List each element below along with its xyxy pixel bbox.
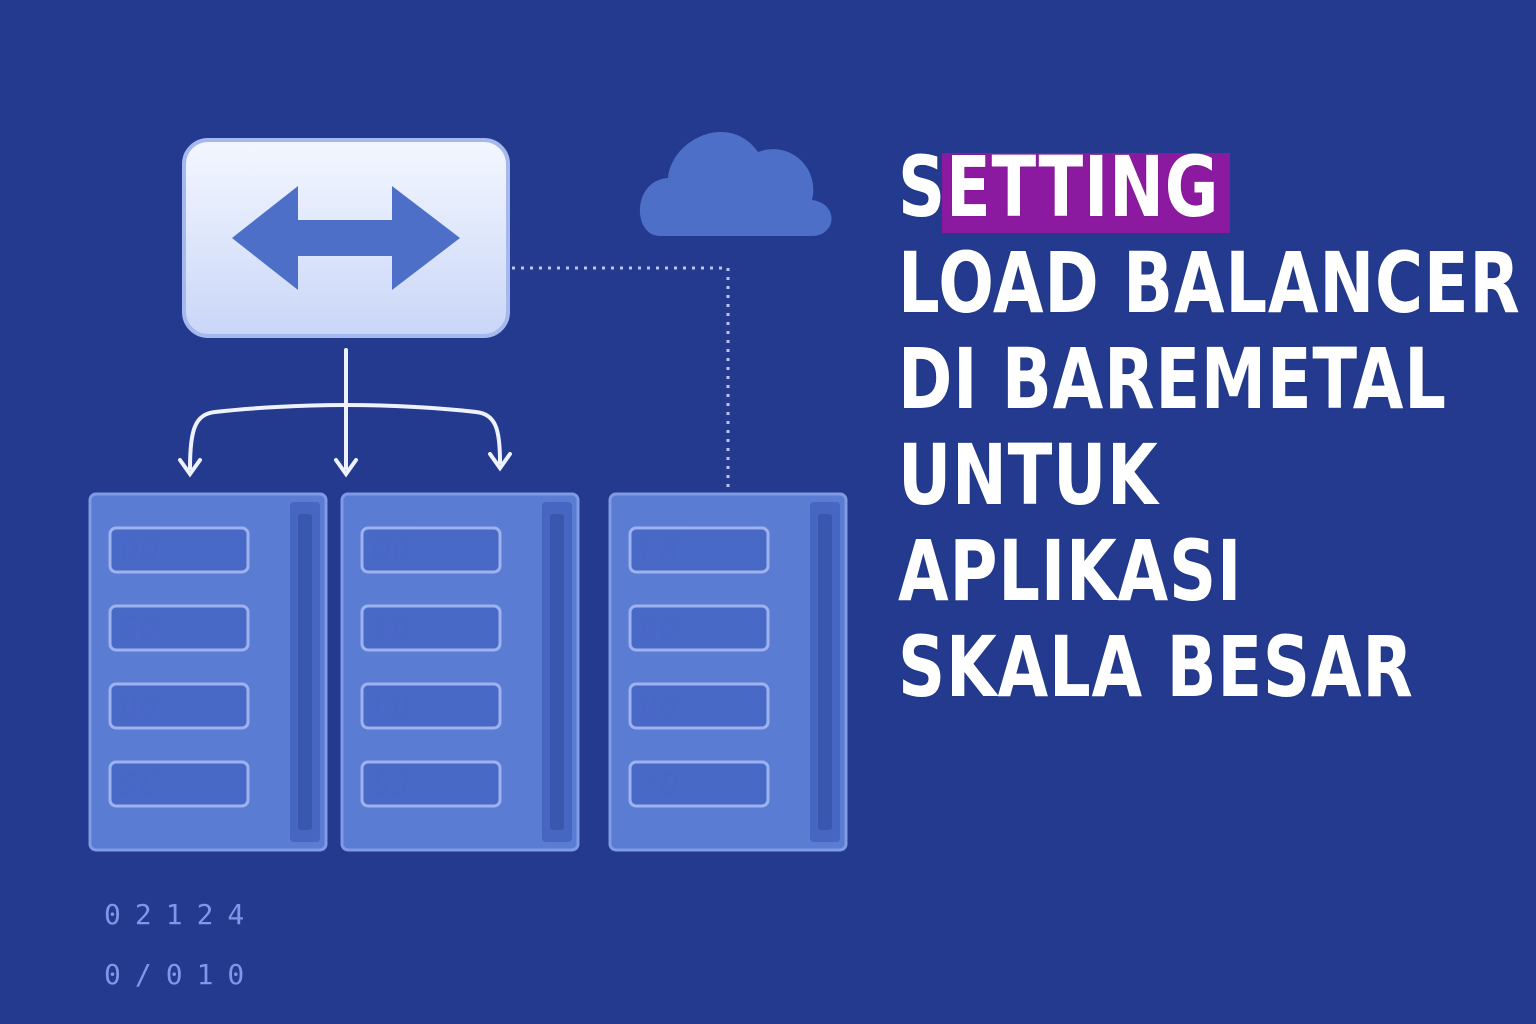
drive-label: 7O: [640, 768, 680, 803]
server-rack: OO SO LO SJ: [340, 492, 580, 852]
highlight-bar: [942, 153, 1230, 233]
double-arrow-icon: [232, 186, 460, 290]
drive-slot: SO: [108, 604, 250, 652]
drive-label: LO: [372, 690, 412, 725]
server-rack: EB BO BO 7O: [608, 492, 848, 852]
connector-lines: [178, 348, 512, 478]
drive-label: SJ: [372, 768, 412, 803]
footer-code-2: 0/010: [104, 958, 259, 991]
title-line-6: SKALA BESAR: [898, 618, 1414, 716]
drive-slot: OO: [108, 682, 250, 730]
load-balancer: [182, 138, 510, 338]
drive-label: BO: [640, 690, 680, 725]
drive-label: SO: [372, 612, 412, 647]
server-rack: OO SO OO SC: [88, 492, 328, 852]
title-line-1: SETTING: [898, 138, 1220, 236]
title-block: SETTING LOAD BALANCER DI BAREMETAL UNTUK…: [898, 145, 1521, 721]
drive-label: OO: [372, 534, 412, 569]
drive-slot: 7O: [628, 760, 770, 808]
drive-label: SC: [120, 768, 160, 803]
drive-label: OO: [120, 534, 160, 569]
drive-label: SO: [120, 612, 160, 647]
drive-slot: OO: [108, 526, 250, 574]
drive-slot: LO: [360, 682, 502, 730]
drive-label: BO: [640, 612, 680, 647]
drive-slot: BO: [628, 604, 770, 652]
footer-code-1: 02124: [104, 898, 259, 931]
drive-label: OO: [120, 690, 160, 725]
title-line-3: DI BAREMETAL: [898, 330, 1447, 428]
title-line-4: UNTUK: [898, 426, 1159, 524]
drive-slot: SJ: [360, 760, 502, 808]
cloud-icon: [639, 132, 832, 236]
dotted-connector: [512, 266, 730, 488]
server-racks: OO SO OO SC OO SO LO SJ EB BO BO 7O: [88, 492, 848, 852]
title-line-5: APLIKASI: [898, 522, 1243, 620]
drive-slot: SO: [360, 604, 502, 652]
title-line-2: LOAD BALANCER: [898, 234, 1521, 332]
drive-slot: BO: [628, 682, 770, 730]
drive-slot: OO: [360, 526, 502, 574]
drive-slot: EB: [628, 526, 770, 574]
drive-label: EB: [640, 534, 680, 569]
drive-slot: SC: [108, 760, 250, 808]
title-highlight: SETTING: [898, 145, 1518, 241]
